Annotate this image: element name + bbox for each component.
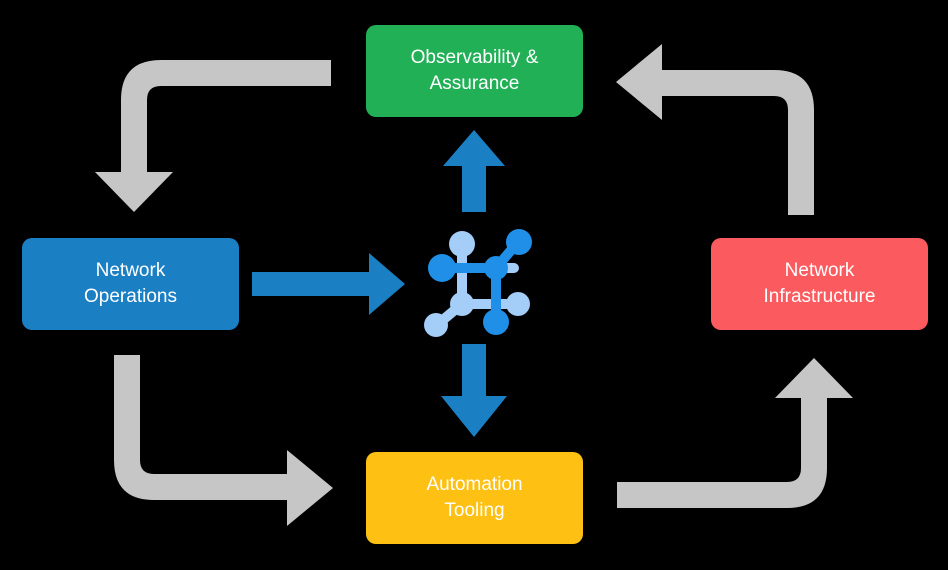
network-topology-icon — [424, 229, 532, 337]
arrow-operations-to-hub — [252, 253, 405, 315]
hub-node-light-top — [449, 231, 475, 257]
node-box-network-operations[interactable]: Network Operations — [22, 238, 239, 330]
hub-node-light-center — [450, 292, 474, 316]
arrow-observability-to-operations — [95, 60, 331, 212]
node-box-automation-tooling[interactable]: Automation Tooling — [366, 452, 583, 544]
hub-node-light-right — [506, 292, 530, 316]
arrow-infrastructure-to-observability — [616, 44, 814, 215]
hub-node-light-bottomleft — [424, 313, 448, 337]
hub-node-dark-topright — [506, 229, 532, 255]
node-box-observability[interactable]: Observability & Assurance — [366, 25, 583, 117]
arrow-automation-to-infrastructure — [617, 358, 853, 508]
arrow-operations-to-automation — [114, 355, 333, 526]
node-box-network-infrastructure[interactable]: Network Infrastructure — [711, 238, 928, 330]
arrow-hub-to-automation — [441, 344, 507, 437]
hub-node-dark-center — [484, 256, 508, 280]
hub-node-dark-left — [428, 254, 456, 282]
arrow-hub-to-observability — [443, 130, 505, 212]
hub-node-dark-bottom — [483, 309, 509, 335]
